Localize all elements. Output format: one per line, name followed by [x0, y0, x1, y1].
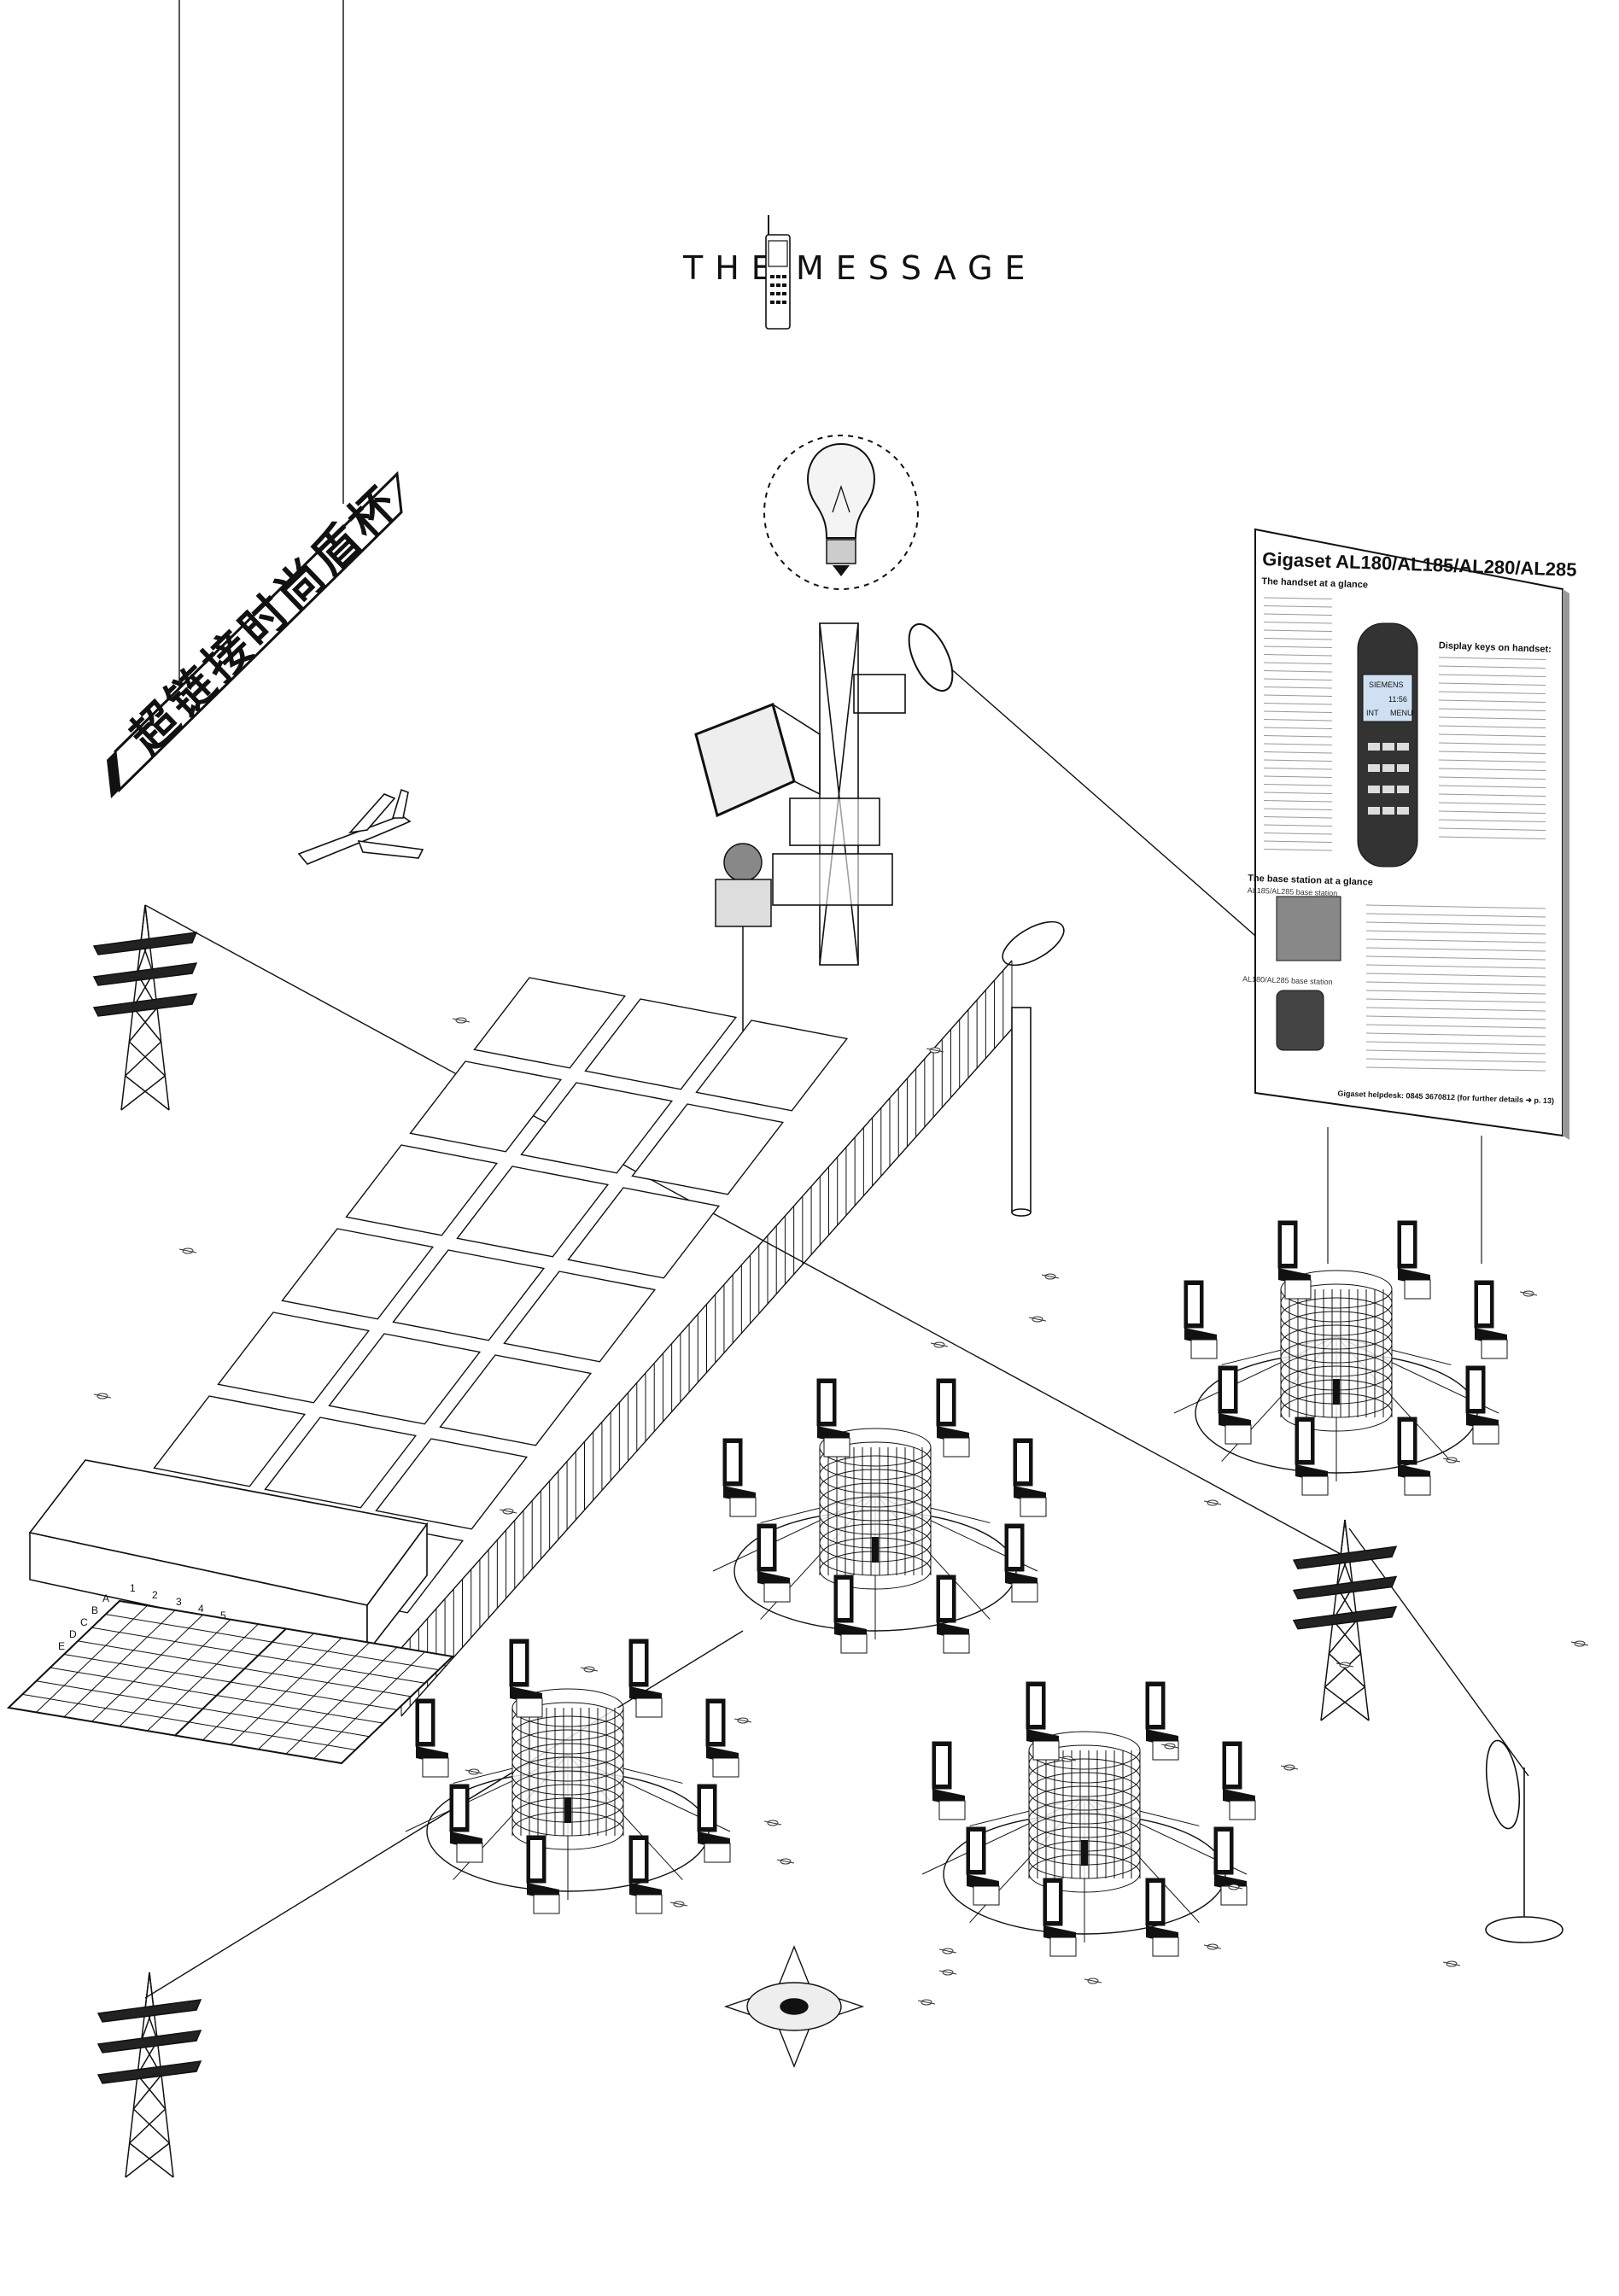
rotunda — [712, 1378, 1047, 1654]
display-tile — [392, 1249, 546, 1341]
display-tile — [631, 1103, 785, 1195]
title-right: MESSAGE — [796, 249, 1037, 287]
drone-icon — [669, 1901, 688, 1907]
drone-icon — [452, 1017, 471, 1024]
landing-pad — [723, 1945, 865, 2068]
coordinate-grid — [6, 1599, 455, 1765]
rotunda — [921, 1681, 1256, 1957]
satellite-dish-icon — [1485, 1739, 1563, 1943]
phone-screen-right: MENU — [1390, 709, 1413, 717]
display-tile — [409, 1060, 563, 1153]
drone-icon — [178, 1247, 197, 1254]
drone-icon — [1084, 1978, 1102, 1984]
drone-icon — [926, 1047, 944, 1054]
phone-screen-time: 11:56 — [1388, 695, 1407, 704]
manual-base-subheading: AL185/AL285 base station — [1248, 886, 1338, 898]
airplane-icon — [297, 788, 424, 865]
manual-board — [1254, 528, 1569, 1264]
long-crate — [28, 1459, 429, 1655]
display-tile — [375, 1438, 529, 1530]
drone-icon — [1442, 1457, 1461, 1463]
grid-row-label: A — [102, 1592, 109, 1604]
grid-row-label: D — [69, 1628, 77, 1640]
rotunda — [1173, 1220, 1508, 1496]
drone-icon — [917, 1999, 936, 2006]
drone-icon — [763, 1820, 782, 1826]
drone-icon — [1570, 1640, 1589, 1647]
drone-icon — [93, 1393, 112, 1399]
display-tile — [584, 998, 738, 1090]
drone-icon — [1280, 1764, 1299, 1771]
lattice-tower — [694, 622, 954, 966]
drone-icon — [776, 1858, 795, 1865]
manual-display-keys-heading: Display keys on handset: — [1439, 640, 1552, 655]
drone-icon — [1203, 1499, 1222, 1506]
grid-col-label: 3 — [176, 1596, 182, 1608]
microphone — [715, 843, 772, 1033]
grid-row-label: E — [58, 1640, 65, 1652]
title-block: THE MESSAGE — [675, 213, 1033, 333]
phone-brand: SIEMENS — [1369, 681, 1404, 689]
mobile-phone-icon — [765, 215, 791, 330]
drone-icon — [930, 1341, 949, 1348]
drone-icon — [499, 1508, 517, 1515]
grid-col-label: 1 — [130, 1582, 136, 1594]
drone-icon — [1160, 1743, 1179, 1750]
drone-icon — [1041, 1273, 1060, 1280]
drone-icon — [1028, 1316, 1047, 1323]
display-tile — [328, 1333, 482, 1425]
grid-col-label: 4 — [198, 1603, 204, 1615]
grid-col-label: 5 — [220, 1610, 226, 1621]
display-tile — [520, 1082, 674, 1174]
drone-icon — [1058, 1756, 1077, 1762]
power-line — [144, 904, 1341, 1555]
phone-screen-left: INT — [1366, 709, 1379, 717]
drone-icon — [1442, 1960, 1461, 1967]
pylon-icon — [96, 1972, 202, 2178]
display-tile — [456, 1166, 610, 1258]
display-tile — [439, 1354, 593, 1446]
display-tile — [281, 1228, 435, 1320]
rotunda — [405, 1639, 739, 1914]
drone-icon — [1519, 1290, 1538, 1297]
display-tile — [153, 1395, 307, 1487]
manual-base-subheading2: AL180/AL285 base station — [1242, 974, 1333, 986]
display-tile — [217, 1312, 371, 1404]
grid-row-label: B — [91, 1604, 98, 1616]
drone-icon — [580, 1666, 599, 1673]
manual-base-heading: The base station at a glance — [1248, 873, 1373, 888]
grid-row-label: C — [80, 1616, 88, 1628]
drone-icon — [1203, 1943, 1222, 1950]
manual-handset-heading: The handset at a glance — [1261, 576, 1368, 590]
drone-icon — [465, 1768, 483, 1775]
drone-icon — [938, 1969, 957, 1976]
drone-icon — [734, 1717, 752, 1724]
drone-icon — [1336, 1662, 1354, 1668]
display-tile — [695, 1019, 849, 1112]
light-bulb-icon — [763, 435, 919, 590]
satellite-dish-icon — [1002, 920, 1065, 1217]
display-tile — [567, 1187, 721, 1279]
drone-icon — [938, 1948, 957, 1954]
grid-col-label: 2 — [152, 1589, 158, 1601]
display-tile — [503, 1271, 657, 1363]
power-line — [1348, 1528, 1529, 1777]
pylon-icon — [1292, 1519, 1398, 1721]
title-left: THE — [683, 249, 784, 287]
display-tile — [345, 1144, 499, 1236]
drone-icon — [1224, 1884, 1243, 1890]
pylon-icon — [92, 904, 198, 1111]
display-tile — [264, 1417, 418, 1509]
display-tile — [473, 977, 627, 1069]
